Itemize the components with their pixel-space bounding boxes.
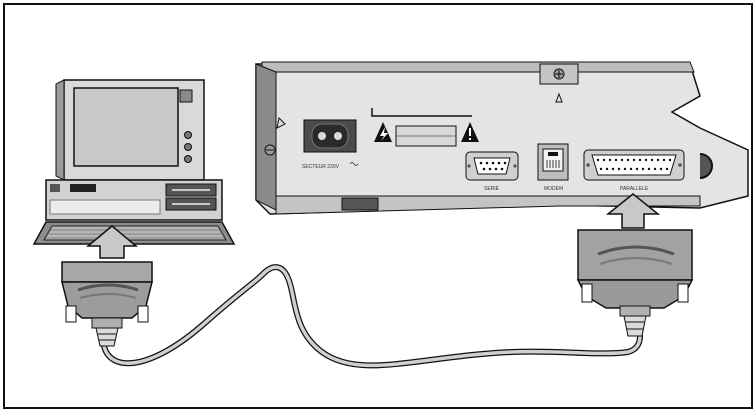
port-pin (629, 167, 633, 171)
port-pin (623, 167, 627, 171)
serial-port: SERIE (465, 151, 519, 192)
port-pin (668, 158, 672, 162)
port-pin (602, 158, 606, 162)
monitor-screen (73, 87, 179, 167)
port-pin (647, 167, 651, 171)
set-top-box: SECTEUR 230V S (255, 61, 749, 215)
box-cable-connector (576, 229, 694, 337)
port-pin (599, 167, 603, 171)
power-socket-label: SECTEUR 230V (302, 164, 340, 170)
printer-cable (101, 264, 643, 369)
port-pin (653, 167, 657, 171)
monitor-knob (184, 131, 192, 139)
parallel-port: PARALLELE (583, 149, 685, 192)
port-pin (662, 158, 666, 162)
power-socket: SECTEUR 230V (302, 119, 359, 170)
port-pin (650, 158, 654, 162)
card-slot (371, 108, 472, 147)
arrow-up-icon (85, 225, 139, 259)
box-top-edge (261, 61, 695, 73)
modem-port: MODEM (537, 143, 569, 192)
lightning-warning-icon (374, 122, 392, 142)
port-pin (620, 158, 624, 162)
port-pin (608, 158, 612, 162)
port-pin (632, 158, 636, 162)
computer-cable-connector (61, 261, 153, 347)
port-pin (617, 167, 621, 171)
triangle-marker-icon (555, 92, 563, 103)
port-pin (605, 167, 609, 171)
monitor-knob (184, 143, 192, 151)
box-left-side (255, 63, 277, 211)
port-pin (644, 158, 648, 162)
monitor-knob (184, 155, 192, 163)
parallel-port-label: PARALLELE (620, 186, 649, 192)
port-pin (596, 158, 600, 162)
triangle-marker-icon (276, 116, 286, 129)
port-pin (611, 167, 615, 171)
round-connector (699, 153, 713, 179)
port-pin (656, 158, 660, 162)
port-pin (626, 158, 630, 162)
ac-symbol-icon (349, 162, 359, 166)
serial-port-label: SERIE (484, 186, 500, 192)
port-pin (635, 167, 639, 171)
modem-port-label: MODEM (544, 186, 563, 192)
port-pin (614, 158, 618, 162)
port-pin (665, 167, 669, 171)
warning-icon (461, 122, 479, 142)
arrow-up-icon (605, 193, 661, 229)
box-foot (341, 197, 379, 211)
computer (32, 79, 236, 245)
port-pin (659, 167, 663, 171)
port-pin (641, 167, 645, 171)
port-pin (638, 158, 642, 162)
